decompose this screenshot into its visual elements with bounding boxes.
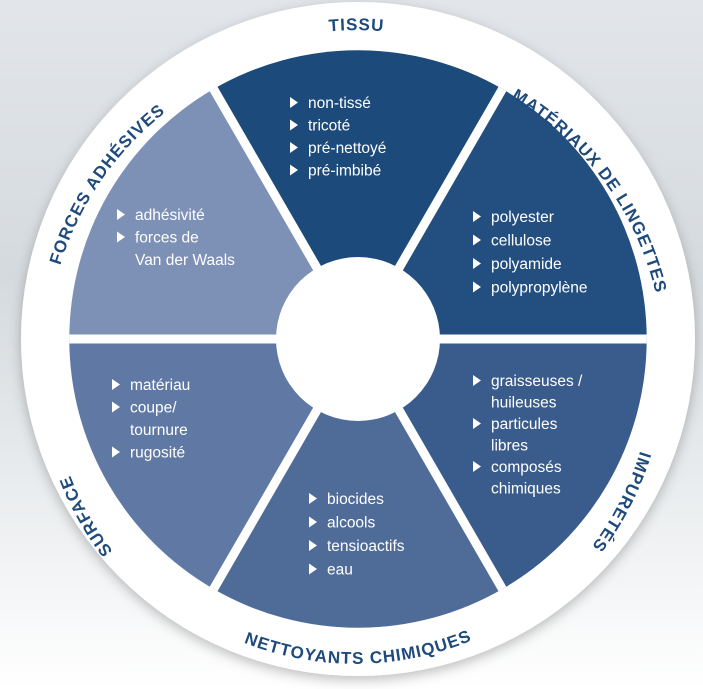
bullet-triangle-icon (309, 493, 317, 504)
bullet-triangle-icon (290, 164, 298, 176)
segment-item-text: coupe/ (130, 400, 177, 417)
segment-item-text: polyester (491, 209, 554, 226)
bullet-triangle-icon (309, 563, 317, 575)
segment-item-text: particules (491, 416, 558, 433)
bullet-triangle-icon (117, 209, 125, 220)
bullet-triangle-icon (112, 379, 120, 390)
segment-item-text: chimiques (491, 481, 561, 498)
segment-impuretes (358, 339, 647, 589)
bullet-triangle-icon (473, 281, 481, 293)
bullet-triangle-icon (473, 234, 481, 246)
bullet-triangle-icon (473, 258, 481, 269)
bullet-triangle-icon (309, 540, 317, 551)
center-hub (276, 257, 440, 421)
category-label-tissu: TISSU (328, 15, 385, 35)
segment-item-text: forces de (135, 230, 199, 247)
segment-item-text: eau (327, 562, 353, 579)
segment-forces (69, 89, 359, 339)
bullet-triangle-icon (117, 231, 125, 243)
segment-items-tissu: non-tissé tricoté pré-nettoyé pré-imbibé (290, 95, 386, 180)
bullet-triangle-icon (473, 375, 481, 386)
segment-item-text: polypropylène (491, 280, 588, 297)
segment-item-text: pré-imbibé (308, 163, 381, 180)
bullet-triangle-icon (309, 516, 317, 528)
segment-item-text: cellulose (491, 233, 551, 250)
segment-item-text: tournure (130, 422, 188, 439)
bullet-triangle-icon (290, 142, 298, 153)
bullet-triangle-icon (473, 211, 481, 222)
segment-item-text: matériau (130, 377, 190, 394)
segment-item-text: biocides (327, 491, 384, 508)
bullet-triangle-icon (112, 401, 120, 413)
segment-item-text: composés (491, 459, 562, 476)
segment-item-text: libres (491, 438, 528, 455)
segment-surface (69, 339, 358, 589)
segment-item-text: rugosité (130, 445, 185, 462)
segment-tissu (213, 50, 503, 339)
segment-item-text: adhésivité (135, 207, 205, 224)
bullet-triangle-icon (473, 461, 481, 472)
bullet-triangle-icon (290, 97, 298, 108)
segment-items-surface: matériau coupe/tournure rugosité (112, 377, 190, 462)
segment-item-text: tricoté (308, 118, 350, 135)
segment-item-text: graisseuses / (491, 373, 583, 390)
segment-item-text: pré-nettoyé (308, 140, 386, 157)
bullet-triangle-icon (473, 418, 481, 429)
segment-item-text: Van der Waals (135, 252, 235, 269)
segment-item-text: huileuses (491, 395, 557, 412)
segment-item-text: alcools (327, 515, 375, 532)
segment-items-impuretes: graisseuses / huileuses particules libres co… (473, 373, 583, 498)
segment-items-materiaux: polyester cellulose polyamide polypropylène (473, 209, 588, 297)
bullet-triangle-icon (112, 446, 120, 458)
segment-items-nettoyants: biocides alcools tensioactifs eau (309, 491, 405, 579)
segment-item-text: tensioactifs (327, 538, 405, 555)
segment-materiaux (358, 89, 647, 339)
bullet-triangle-icon (290, 119, 298, 131)
segment-item-text: non-tissé (308, 95, 371, 112)
segment-nettoyants (213, 339, 503, 628)
segment-item-text: polyamide (491, 256, 562, 273)
segment-items-forces: adhésivité forces de Van der Waals (117, 207, 235, 269)
